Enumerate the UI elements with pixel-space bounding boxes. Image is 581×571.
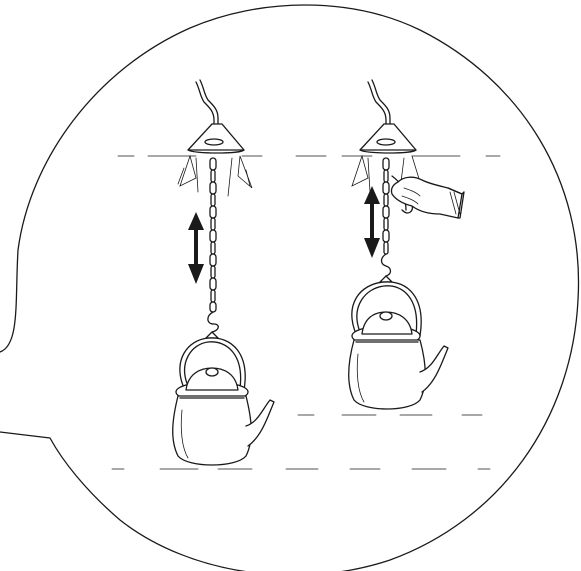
light-rays bbox=[177, 154, 253, 197]
chain-right bbox=[380, 157, 414, 277]
left-assembly bbox=[172, 79, 275, 466]
kettle-body bbox=[348, 339, 426, 410]
chain-left bbox=[207, 157, 219, 333]
ceiling-hook-icon bbox=[195, 81, 215, 127]
right-assembly bbox=[348, 79, 465, 410]
kettle-left bbox=[172, 331, 275, 466]
kettle-spout bbox=[419, 345, 449, 393]
kettle-handle bbox=[179, 337, 246, 391]
height-arrow-left bbox=[188, 212, 204, 284]
hand-icon bbox=[390, 176, 465, 219]
ceiling-hook-icon bbox=[367, 81, 387, 127]
kettle-spout bbox=[245, 399, 275, 447]
callout-bubble-outline bbox=[0, 4, 580, 571]
kettle-handle bbox=[351, 281, 422, 337]
kettle-body bbox=[172, 395, 252, 466]
light-rays bbox=[351, 154, 421, 193]
kettle-right bbox=[348, 275, 449, 410]
height-arrow-right bbox=[364, 186, 380, 258]
